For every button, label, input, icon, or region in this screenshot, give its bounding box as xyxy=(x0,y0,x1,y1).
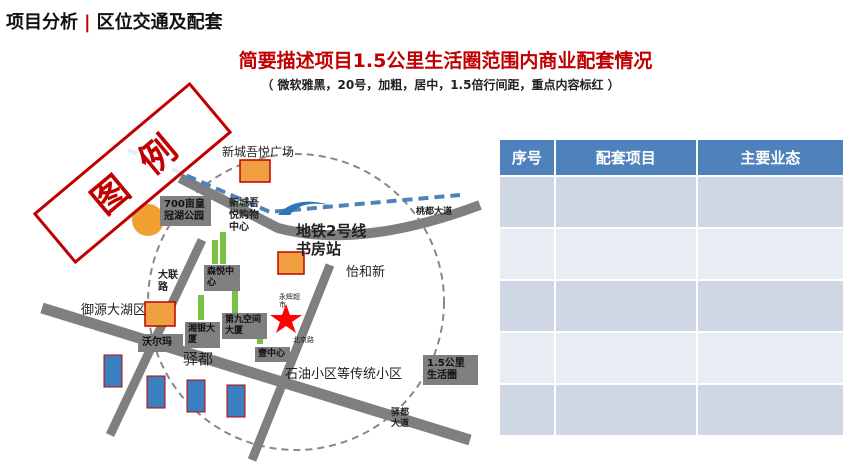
page-title: 简要描述项目1.5公里生活圈范围内商业配套情况 xyxy=(238,50,653,72)
radius-circle xyxy=(147,153,445,451)
project-star-icon xyxy=(270,304,302,333)
label-yonghui: 永辉超市 xyxy=(279,293,300,310)
label-beijing: 北京路 xyxy=(293,336,314,344)
label-xiangyin: 湘银大厦 xyxy=(185,322,220,348)
table-row xyxy=(498,331,846,385)
separator: | xyxy=(84,12,91,33)
cell xyxy=(498,175,556,229)
cell xyxy=(553,227,698,281)
label-senyue: 森悦中心 xyxy=(204,265,240,291)
shopping-cart-icons xyxy=(144,159,305,327)
page-subtitle: （ 微软雅黑，20号，加粗，居中，1.5倍行间距，重点内容标红 ） xyxy=(261,78,620,92)
header-index: 序号 xyxy=(498,138,556,177)
cell xyxy=(498,383,556,437)
location-map: 图例 新城吾悦广场 700亩皇冠湖公园 新城吾悦购物中心 地铁2号线书房站 桃都… xyxy=(32,81,482,462)
road-taodu xyxy=(177,173,482,241)
label-wuyue-plaza: 新城吾悦广场 xyxy=(222,145,295,159)
label-yizhongxin: 壹中心 xyxy=(255,347,290,362)
label-yidu: 驿都大道 xyxy=(391,408,410,429)
table-header-row: 序号配套项目主要业态 xyxy=(498,138,846,177)
stamp-char: 图 xyxy=(84,168,138,223)
cell xyxy=(498,331,556,385)
cell xyxy=(695,227,846,281)
road-yidu xyxy=(40,302,472,446)
cell xyxy=(695,331,846,385)
label-metro-station: 地铁2号线书房站 xyxy=(296,222,367,258)
table-row xyxy=(498,383,846,437)
label-wuyue-mall: 新城吾悦购物中心 xyxy=(229,198,259,233)
cell xyxy=(553,279,698,333)
label-yihexin: 怡和新 xyxy=(346,265,386,280)
facilities-table: 序号配套项目主要业态 xyxy=(498,138,846,437)
label-space9: 第九空间大厦 xyxy=(222,313,267,339)
topic-label: 区位交通及配套 xyxy=(96,12,223,33)
cell xyxy=(553,331,698,385)
residential-building-icons xyxy=(103,354,246,418)
cell xyxy=(553,383,698,437)
label-yuyuan: 御源大湖区 xyxy=(81,303,147,318)
cell xyxy=(498,279,556,333)
metro-logo-icon xyxy=(278,201,330,215)
header-project: 配套项目 xyxy=(553,138,698,177)
cell xyxy=(498,227,556,281)
stamp-char: 例 xyxy=(131,128,186,184)
park-icon xyxy=(132,204,164,236)
label-walmart: 沃尔玛 xyxy=(138,334,183,352)
cell xyxy=(695,383,846,437)
label-dalian: 大联路 xyxy=(158,270,178,293)
cell xyxy=(695,279,846,333)
section-label: 项目分析 xyxy=(6,12,78,33)
header-business: 主要业态 xyxy=(695,138,846,177)
label-park: 700亩皇冠湖公园 xyxy=(160,196,211,226)
label-circle: 1.5公里生活圈 xyxy=(423,355,478,385)
table-row xyxy=(498,279,846,333)
table-row xyxy=(498,175,846,229)
cell xyxy=(553,175,698,229)
label-yidu-road: 驿都 xyxy=(183,350,214,368)
cell xyxy=(695,175,846,229)
map-roads xyxy=(40,148,482,462)
label-old-area: 石油小区等传统小区 xyxy=(285,367,403,382)
road-beijing xyxy=(247,263,335,462)
page-header: 项目分析 |区位交通及配套 xyxy=(6,8,223,34)
label-taodu: 桃都大道 xyxy=(416,207,453,217)
table-row xyxy=(498,227,846,281)
